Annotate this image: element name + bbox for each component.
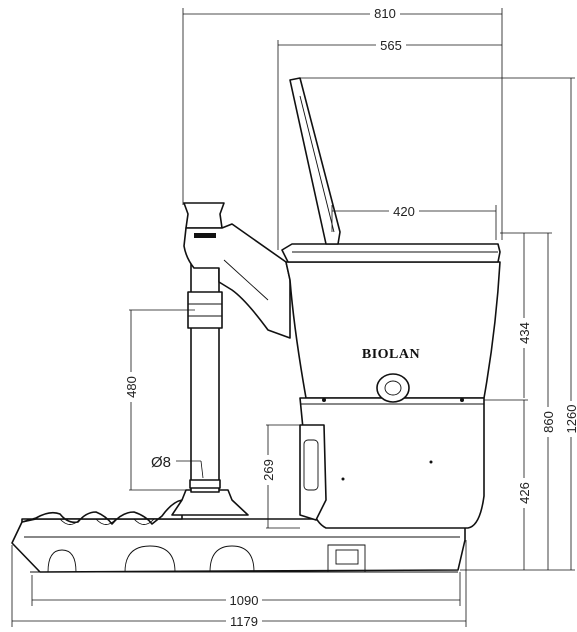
composter-tank xyxy=(285,261,501,529)
brand-logo-tank: BIOLAN xyxy=(362,347,420,362)
dimension-1260: 1260 xyxy=(564,405,577,434)
dimension-860: 860 xyxy=(541,411,556,433)
dimension-269: 269 xyxy=(261,459,276,481)
dimension-1179: 1179 xyxy=(230,614,258,629)
wavy-tray xyxy=(21,499,183,525)
dimension-480: 480 xyxy=(124,376,139,398)
dimension-434: 434 xyxy=(517,322,532,344)
dimension-810: 810 xyxy=(374,6,396,21)
seat-and-lid xyxy=(281,77,501,263)
vent-pipe-assembly xyxy=(171,202,291,516)
dimension-420: 420 xyxy=(393,204,415,219)
dimension-diameter-8: Ø8 xyxy=(151,454,171,471)
dimension-426: 426 xyxy=(517,482,532,504)
dimension-labels: 810 565 420 434 860 1260 426 480 269 Ø8 … xyxy=(123,5,577,629)
dimension-565: 565 xyxy=(380,38,402,53)
dimension-1090: 1090 xyxy=(230,593,259,608)
